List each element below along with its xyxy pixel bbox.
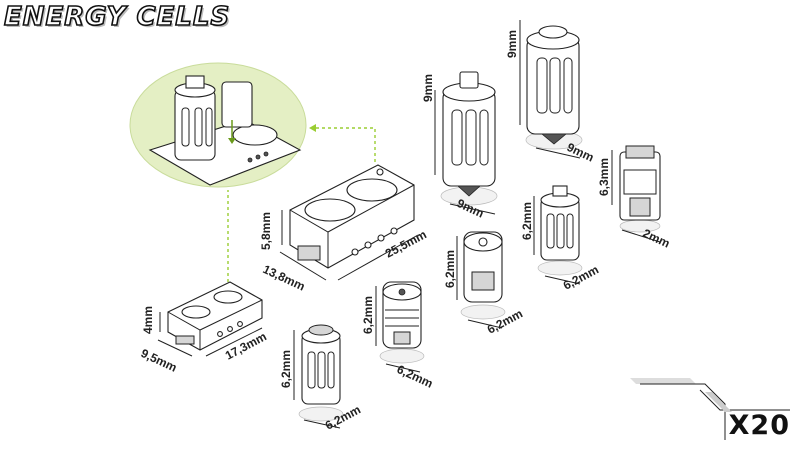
dim-cell-small-width: 2mm (641, 226, 672, 251)
dim-cell-tall2-width: 9mm (565, 140, 596, 165)
dim-base-large-depth: 5,8mm (259, 212, 273, 250)
cell-low (293, 324, 344, 429)
dim-base-small-depth: 4mm (141, 306, 155, 334)
magnifier-inset (129, 62, 307, 188)
dim-cell-tall-height: 9mm (421, 74, 435, 102)
quantity-label: X20 (728, 410, 790, 441)
cell-tall-2 (519, 20, 583, 159)
dim-cell-medium-height: 6,2mm (520, 202, 534, 240)
sheet-title: ENERGY CELLS (3, 1, 231, 33)
dim-cell-tall2-height: 9mm (505, 30, 519, 58)
cell-medium (533, 185, 583, 285)
base-large (279, 164, 419, 281)
cell-small (611, 145, 661, 243)
corner-frame (630, 378, 790, 440)
cell-tall-1 (434, 71, 498, 215)
dim-cell-smooth-height: 6,2mm (443, 250, 457, 288)
dim-base-large-width: 13,8mm (261, 262, 307, 294)
guide-lines (227, 124, 376, 282)
dim-base-small-width: 9,5mm (139, 346, 179, 375)
cell-rings (375, 281, 425, 373)
dim-cell-rings-height: 6,2mm (361, 296, 375, 334)
dim-cell-small-height: 6,3mm (597, 158, 611, 196)
base-small (157, 281, 263, 357)
dim-cell-rings-width: 6,2mm (395, 362, 435, 391)
dim-cell-low-width: 6,2mm (323, 402, 363, 432)
cell-smooth (456, 231, 506, 329)
dim-cell-low-height: 6,2mm (279, 350, 293, 388)
